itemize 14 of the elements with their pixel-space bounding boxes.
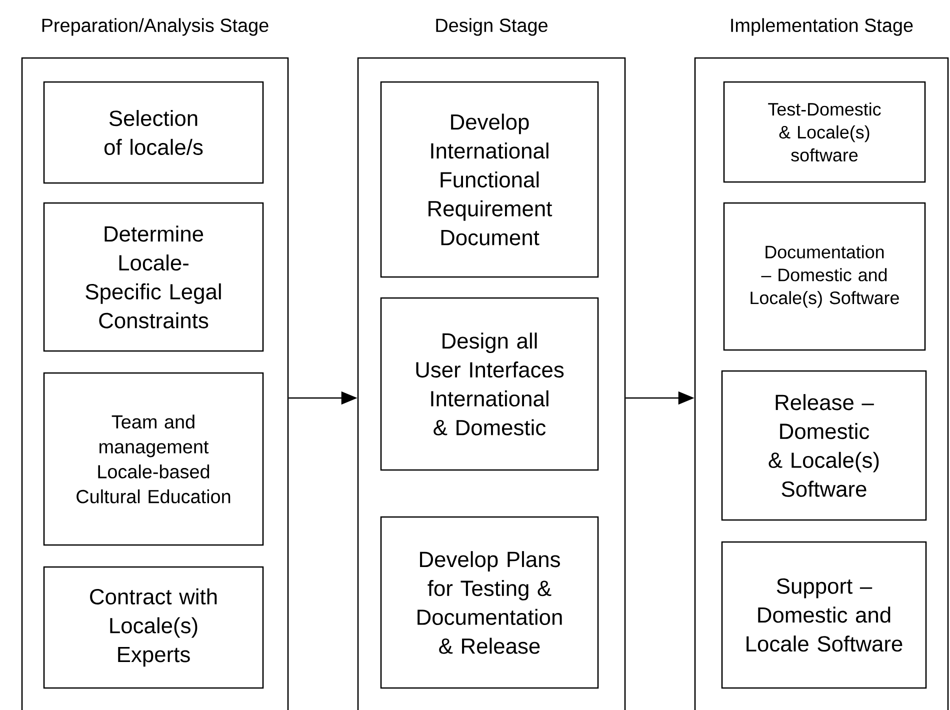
process-box: Support – Domestic and Locale Software (721, 541, 927, 689)
process-box: Design all User Interfaces International & Domestic (380, 297, 599, 471)
process-box: Contract with Locale(s) Experts (43, 566, 264, 689)
process-box: Documentation – Domestic and Locale(s) Software (723, 202, 926, 351)
node-label: Implementation Stage (731, 18, 913, 36)
process-box: Test-Domestic & Locale(s) software (723, 81, 926, 183)
process-box: Develop International Functional Requirement Document (380, 81, 599, 278)
process-box: Determine Locale-Specific Legal Constraints (43, 202, 264, 352)
process-box: Release – Domestic & Locale(s) Software (721, 370, 927, 521)
node-label: Preparation/Analysis Stage (42, 18, 268, 36)
process-box: Team and management Locale-based Cultural Education (43, 372, 264, 546)
process-box: Selection of locale/s (43, 81, 264, 184)
node-label: Design Stage (436, 18, 548, 36)
process-box: Develop Plans for Testing & Documentation & Release (380, 516, 599, 689)
